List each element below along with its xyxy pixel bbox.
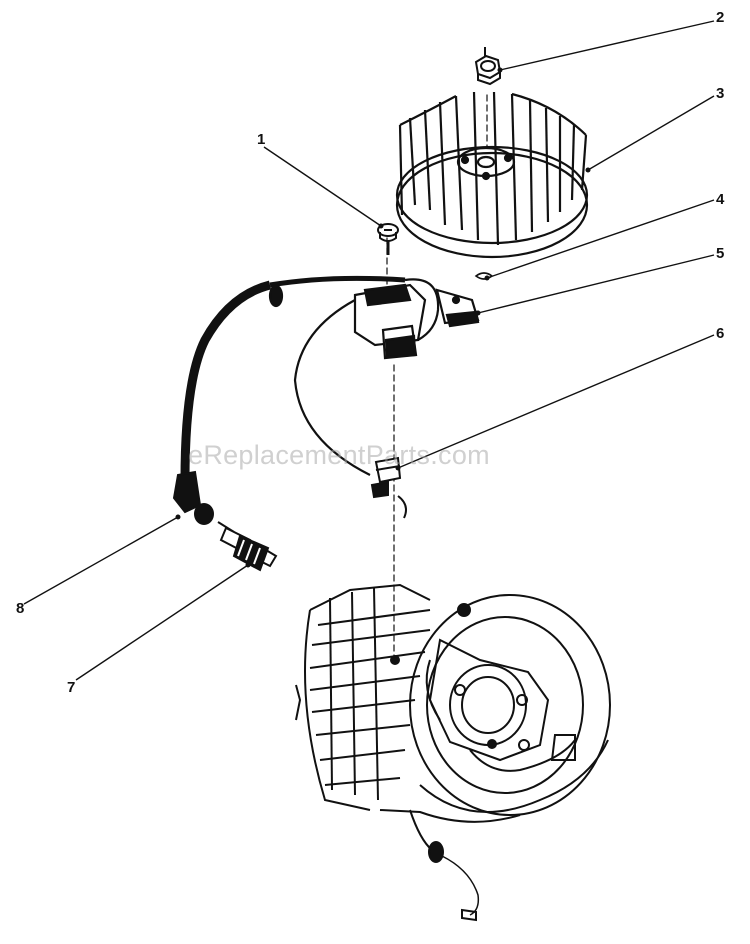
- callout-number-1: 1: [257, 131, 266, 148]
- callout-number-2: 2: [716, 9, 725, 26]
- ignition-module: [180, 275, 480, 481]
- leader-lines: [23, 20, 715, 681]
- engine-block: [295, 583, 611, 922]
- callout-number-4: 4: [716, 191, 725, 208]
- flywheel-key: [474, 272, 494, 280]
- callout-number-8: 8: [16, 600, 25, 617]
- screw: [377, 223, 399, 255]
- leader-arrowheads: [175, 67, 591, 568]
- flywheel: [395, 91, 589, 259]
- spark-plug: [217, 521, 278, 572]
- callout-number-3: 3: [716, 85, 725, 102]
- callout-number-5: 5: [716, 245, 725, 262]
- callout-number-6: 6: [716, 325, 725, 342]
- callout-number-7: 7: [67, 679, 76, 696]
- spark-plug-boot: [172, 470, 214, 525]
- watermark-text: eReplacementParts.com: [188, 440, 490, 470]
- flywheel-nut: [474, 47, 502, 86]
- wire-clip: [370, 456, 407, 519]
